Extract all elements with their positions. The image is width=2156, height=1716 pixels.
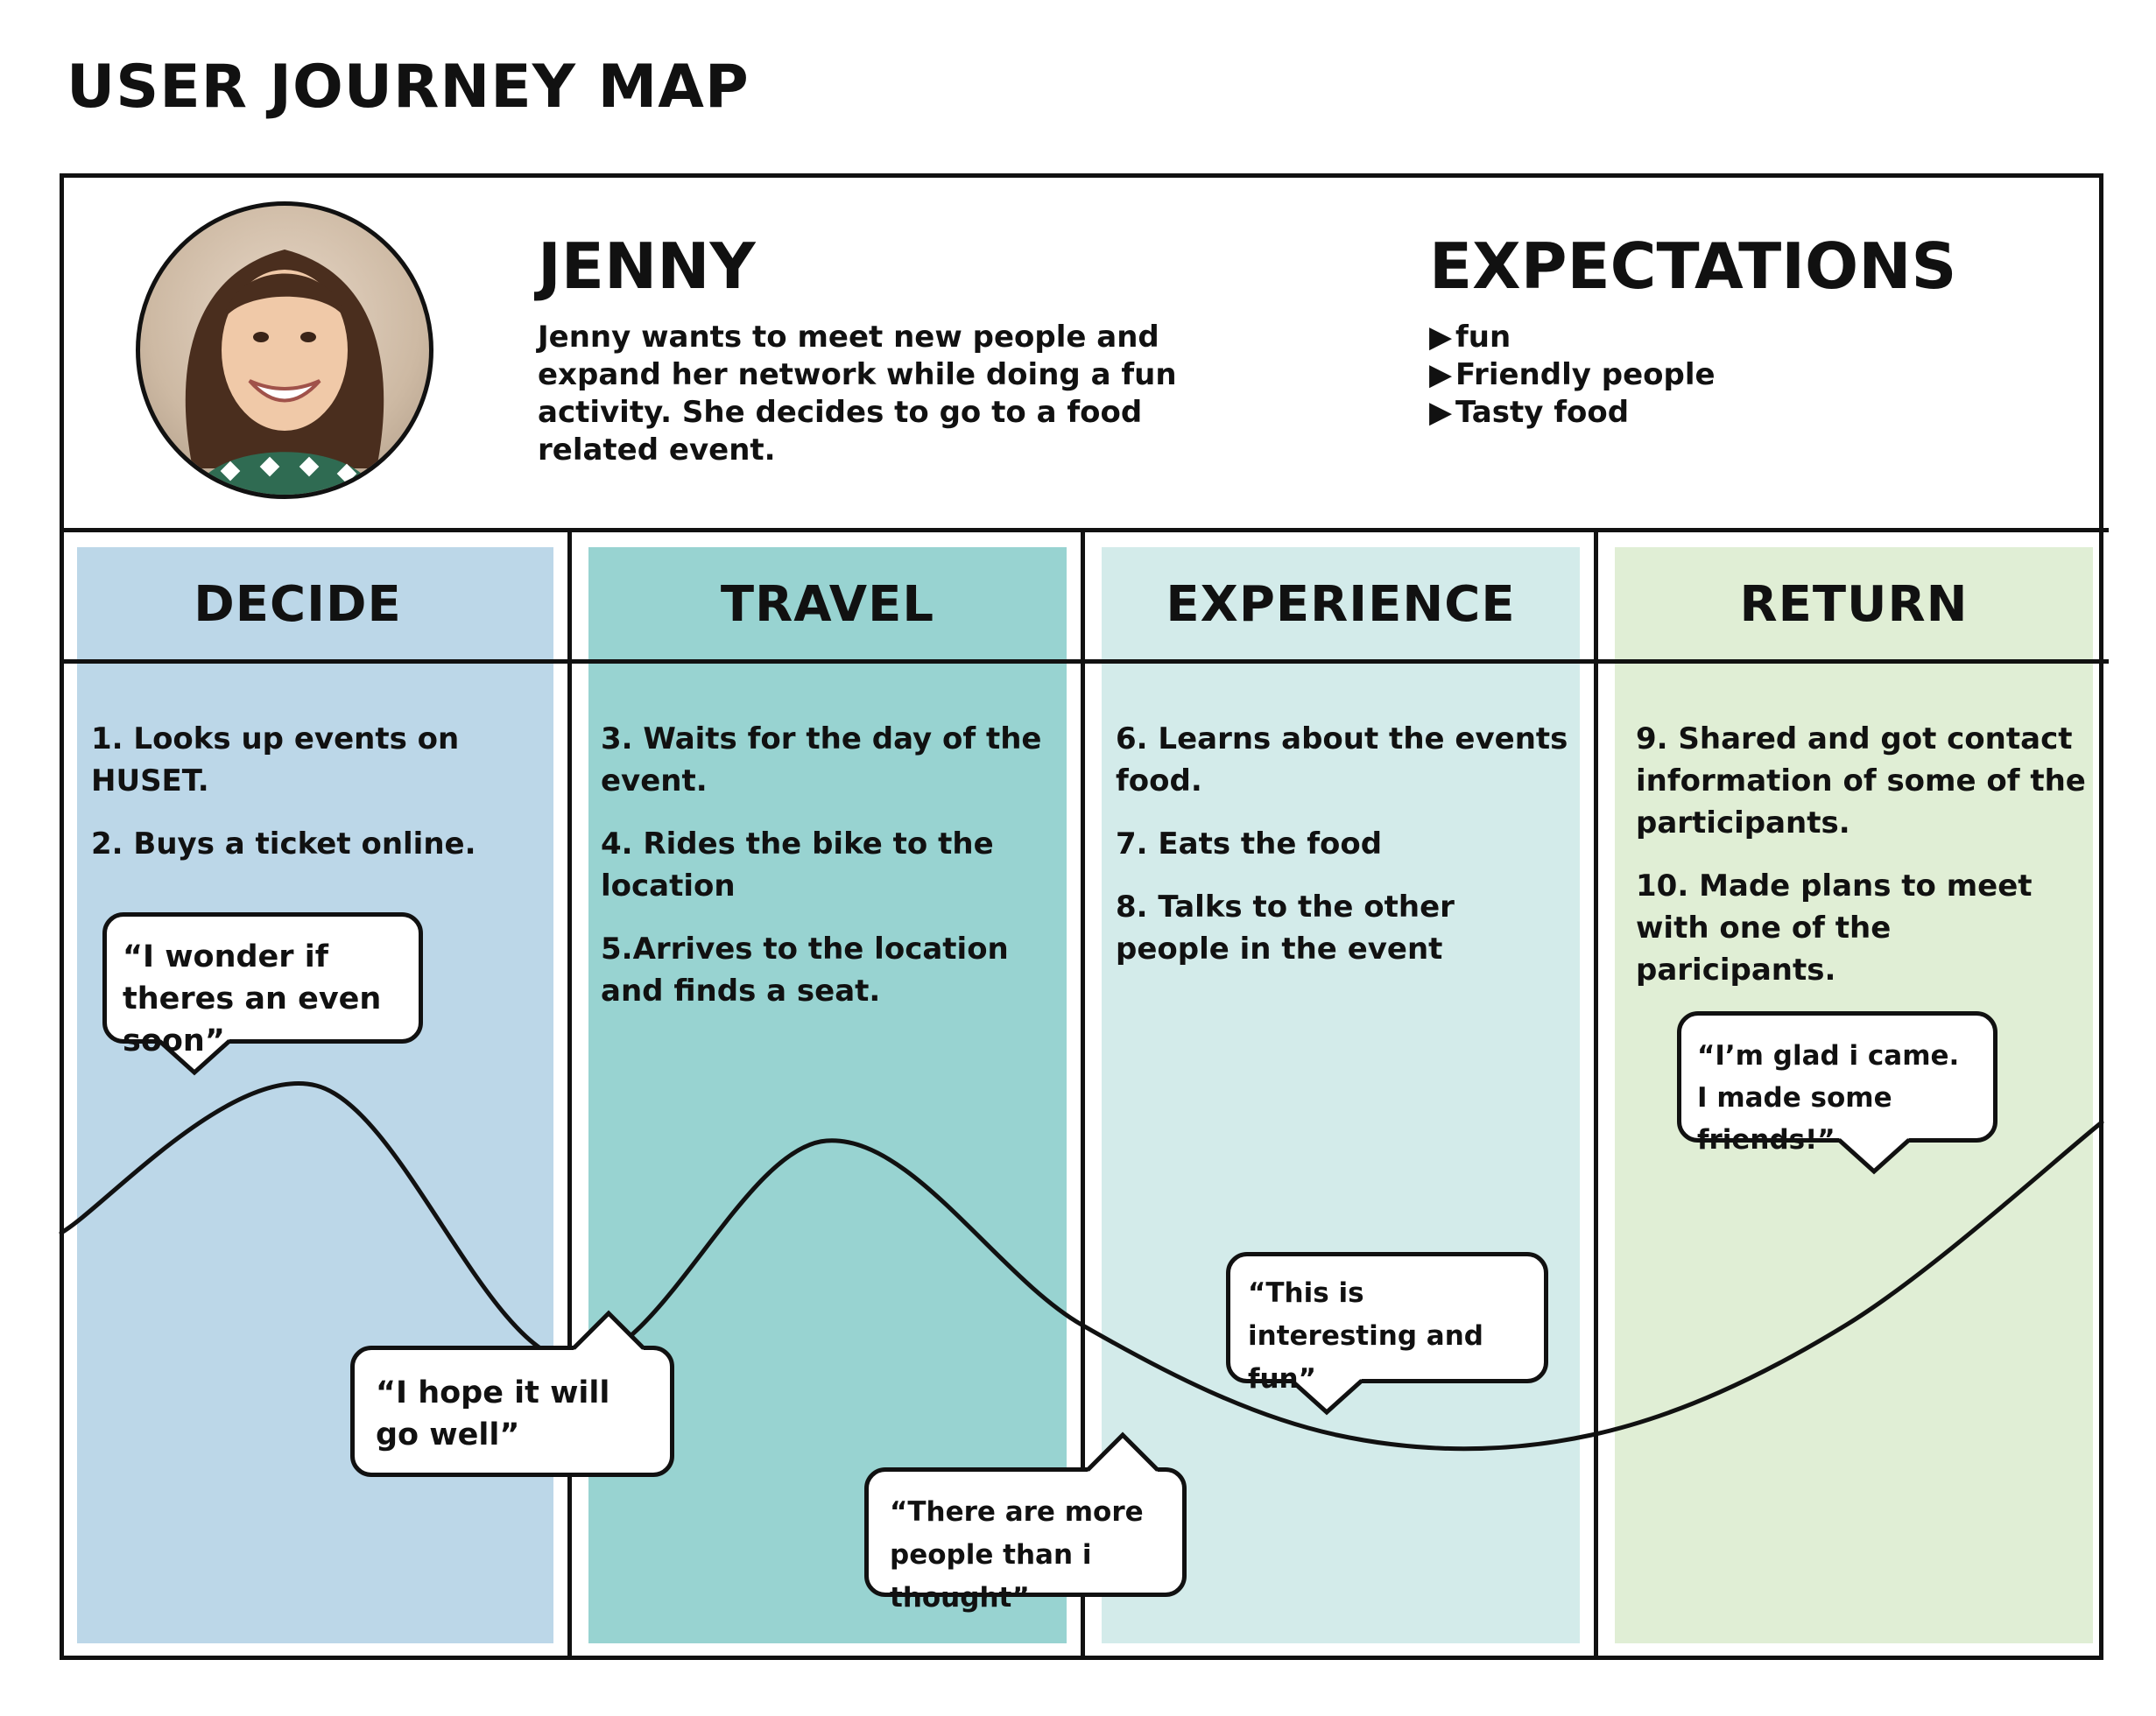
stage-header-return: RETURN [1739,575,1969,633]
quote-bubble-experience-1: “This is interesting and fun” [1226,1252,1548,1416]
step-item: 6. Learns about the events food. [1116,721,1568,798]
bubble-tail-icon [158,1039,231,1076]
quote-bubble-decide-1: “I wonder if theres an even soon” [102,912,423,1076]
quote-bubble-return-1: “I’m glad i came. I made some friends!” [1677,1011,1997,1175]
stage-header-travel: TRAVEL [720,575,935,633]
expectation-item: ▶Tasty food [1429,395,1630,430]
stage-header-experience: EXPERIENCE [1166,575,1516,633]
bubble-tail-icon [572,1310,645,1350]
step-item: 3. Waits for the day of the event. [601,721,1042,798]
triangle-bullet-icon: ▶ [1429,320,1453,355]
expectations-list: ▶fun ▶Friendly people ▶Tasty food [1429,319,1716,432]
decide-steps: 1. Looks up events on HUSET. 2. Buys a t… [91,718,546,886]
travel-steps: 3. Waits for the day of the event. 4. Ri… [601,718,1056,1033]
step-item: 4. Rides the bike to the location [601,826,994,904]
step-item: 7. Eats the food [1116,826,1383,862]
persona-avatar [136,201,433,499]
emotion-curve-line [59,1081,2104,1452]
step-item: 5.Arrives to the location and finds a se… [601,932,1009,1009]
step-item: 2. Buys a ticket online. [91,826,476,862]
triangle-bullet-icon: ▶ [1429,395,1453,430]
column-divider-2 [1081,528,1085,1660]
quote-bubble-travel-1: “There are more people than i thought” [864,1431,1187,1614]
persona-portrait-icon [185,250,384,495]
bubble-tail-icon [1290,1379,1363,1416]
stage-header-decide: DECIDE [194,575,402,633]
quote-bubble-decide-2: “I hope it will go well” [350,1310,674,1477]
persona-description: Jenny wants to meet new people and expan… [538,320,1177,468]
page-title: USER JOURNEY MAP [67,53,750,122]
experience-column-fill [1102,547,1580,1643]
expectations-title: EXPECTATIONS [1429,229,1957,303]
step-item: 10. Made plans to meet with one of the p… [1636,869,2033,988]
return-steps: 9. Shared and got contact information of… [1636,718,2091,1012]
column-divider-1 [567,528,572,1660]
bubble-tail-icon [1086,1431,1159,1472]
step-item: 9. Shared and got contact information of… [1636,721,2086,840]
step-item: 1. Looks up events on HUSET. [91,721,460,798]
step-item: 8. Talks to the other people in the even… [1116,890,1455,967]
triangle-bullet-icon: ▶ [1429,357,1453,392]
expectation-item: ▶fun [1429,320,1511,355]
expectation-item: ▶Friendly people [1429,357,1716,392]
bubble-tail-icon [1837,1138,1911,1175]
experience-steps: 6. Learns about the events food. 7. Eats… [1116,718,1571,991]
column-divider-3 [1594,528,1598,1660]
persona-name: JENNY [538,229,756,303]
